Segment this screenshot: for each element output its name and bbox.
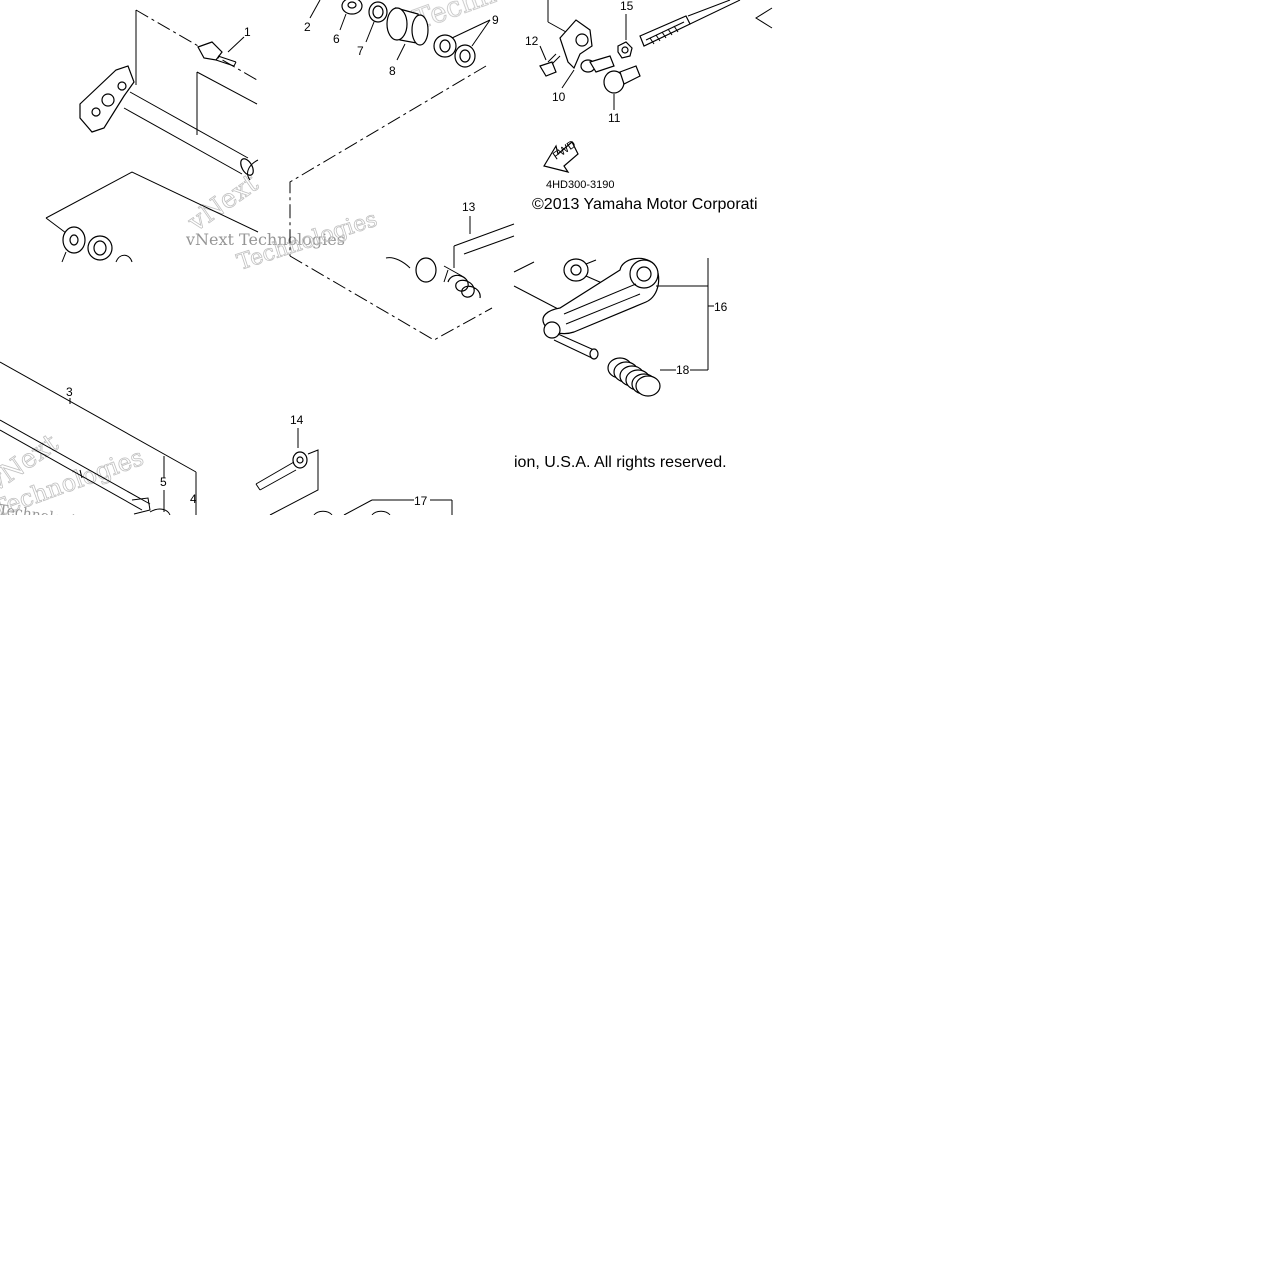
blank-area — [0, 515, 1285, 1285]
callout-8: 8 — [389, 64, 396, 78]
shift-shaft-assembly: 1 3 5 4 — [0, 9, 259, 516]
callout-9: 9 — [492, 13, 499, 27]
callout-16: 16 — [714, 300, 728, 314]
callout-10: 10 — [552, 90, 566, 104]
callout-7: 7 — [357, 44, 364, 58]
diagram-code: 4HD300-3190 — [546, 179, 615, 191]
fwd-arrow-icon: FWD — [543, 138, 579, 173]
callout-13: 13 — [462, 200, 476, 214]
callout-6: 6 — [333, 32, 340, 46]
pedal-rubber — [607, 357, 661, 397]
callout-11: 11 — [608, 111, 621, 125]
watermark-group: Technologies vNext vNext Technologies Te… — [0, 0, 595, 531]
spring-assembly: 13 — [385, 200, 515, 299]
callout-1: 1 — [244, 25, 251, 39]
shift-arm-assembly: 10 12 11 15 — [525, 0, 773, 125]
callout-12: 12 — [525, 34, 539, 48]
callout-5: 5 — [160, 475, 167, 489]
watermark-text: vNext — [182, 168, 264, 238]
center-bushing-assembly: 2 6 7 8 9 — [289, 0, 499, 341]
callout-17: 17 — [414, 494, 428, 508]
callout-15: 15 — [620, 0, 634, 13]
watermark-text: vNext Technologies — [185, 230, 345, 249]
copyright-line-1: ©2013 Yamaha Motor Corporati — [532, 196, 758, 213]
copyright-line-2: ion, U.S.A. All rights reserved. — [514, 454, 727, 471]
callout-18: 18 — [676, 363, 690, 377]
callout-14: 14 — [290, 413, 304, 427]
blank-area — [773, 0, 1285, 515]
lower-fastener-assembly: 14 17 — [255, 413, 453, 516]
callout-4: 4 — [190, 492, 197, 506]
callout-2: 2 — [304, 20, 311, 34]
callout-3: 3 — [66, 385, 73, 399]
shift-pedal-assembly: 16 18 — [513, 257, 728, 397]
